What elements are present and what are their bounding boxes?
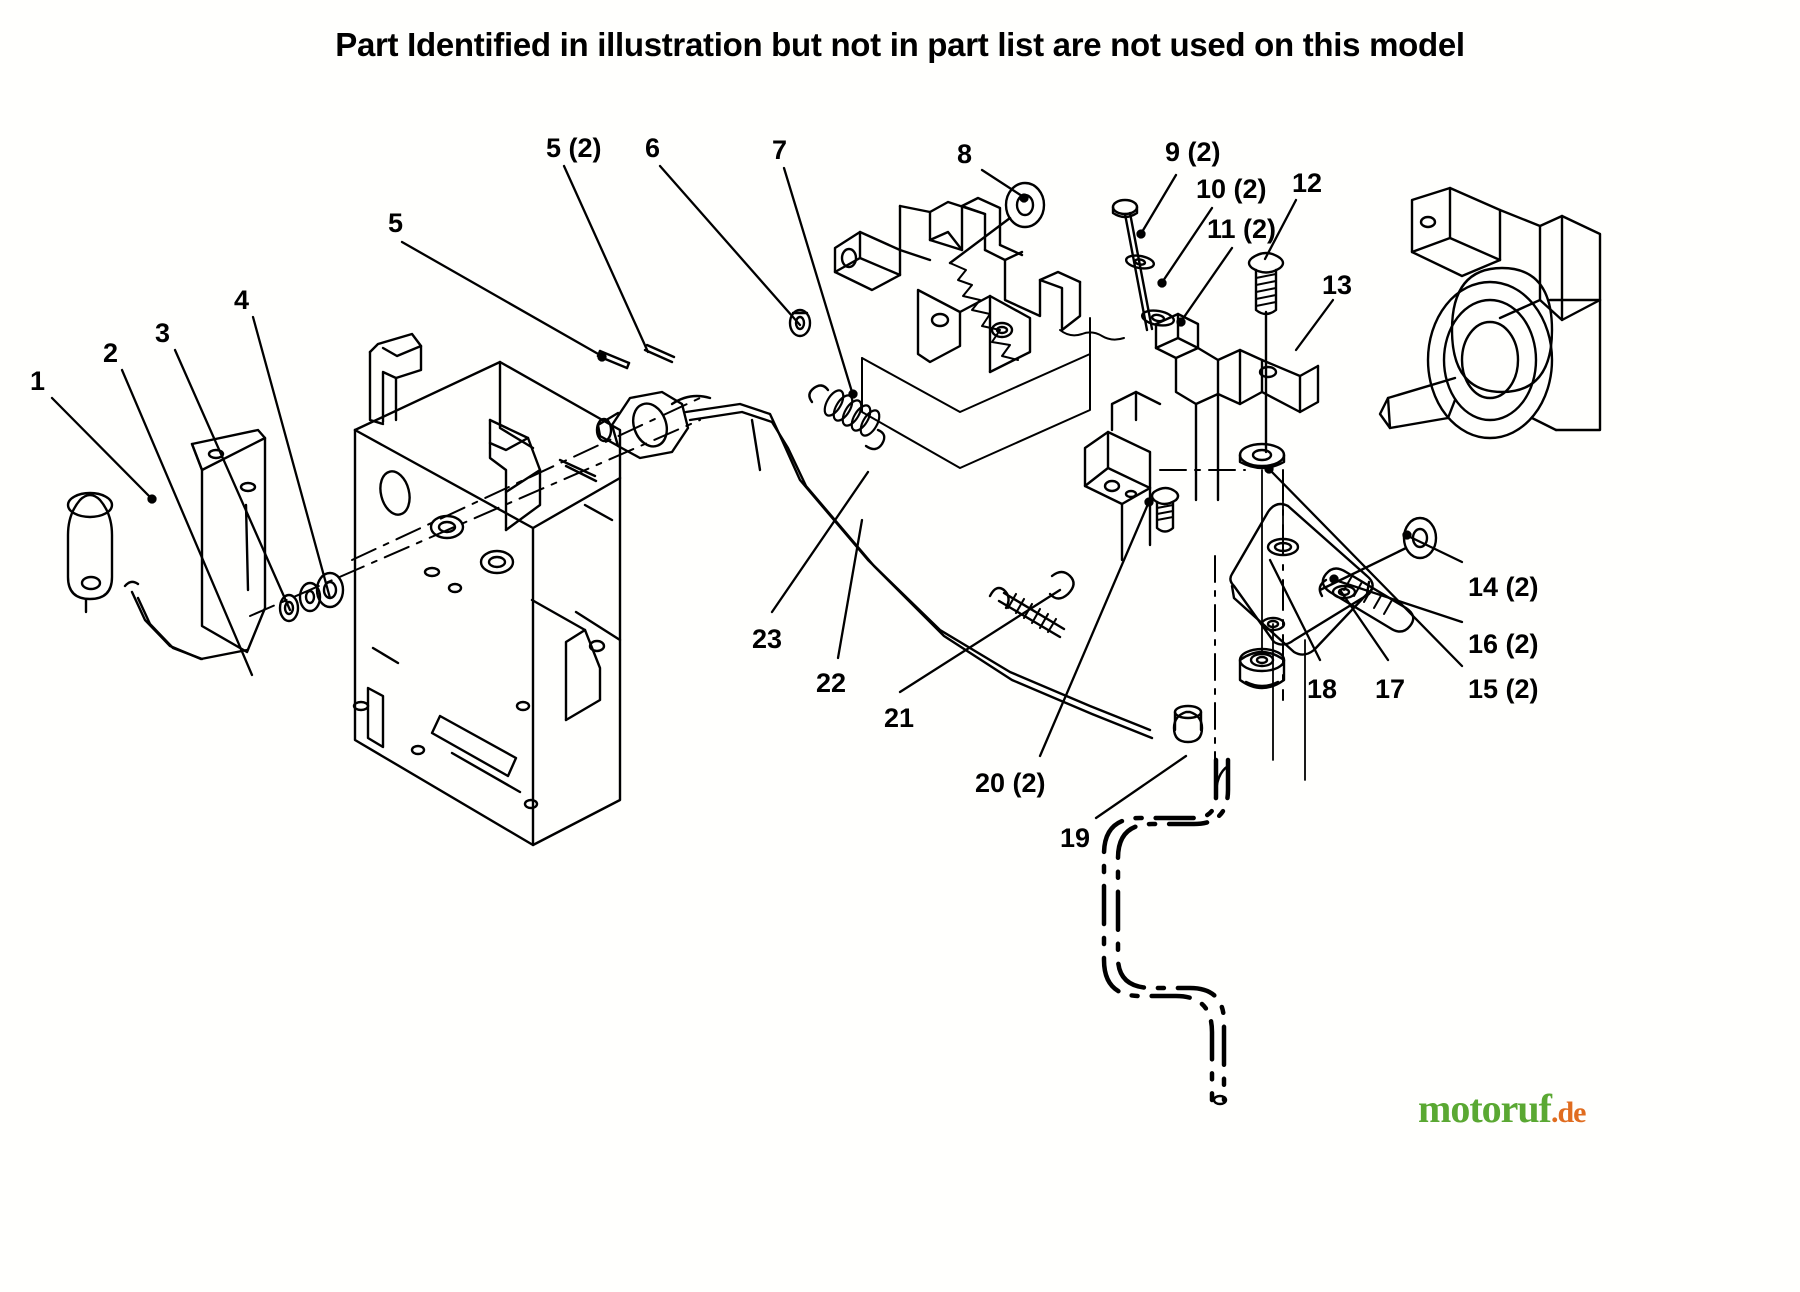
callout-12: 12 [1292, 168, 1323, 198]
part-bellcrank-hub [595, 390, 712, 460]
watermark: motoruf.de [1418, 1085, 1758, 1145]
part-hook-rod-19 [1101, 704, 1231, 1106]
callout-16: 16 (2) [1468, 629, 1539, 659]
callout-19: 19 [1060, 823, 1091, 853]
callout-18: 18 [1307, 674, 1338, 704]
part-left-bracket [190, 428, 267, 654]
part-washer-14 [1318, 516, 1438, 592]
part-collar-6 [788, 308, 812, 338]
callout-8: 8 [957, 139, 973, 169]
part-rivet-9 [1111, 198, 1154, 332]
callout-3: 3 [155, 318, 171, 348]
part-spring-21 [988, 570, 1075, 639]
watermark-suffix: .de [1550, 1096, 1586, 1129]
part-upper-bracket [833, 196, 1125, 469]
callout-23: 23 [752, 624, 783, 654]
callout-7: 7 [772, 135, 788, 165]
part-spring-7 [808, 384, 886, 451]
part-knob [66, 491, 114, 614]
callout-21: 21 [884, 703, 915, 733]
callout-9: 9 (2) [1165, 137, 1221, 167]
callout-17: 17 [1375, 674, 1406, 704]
watermark-primary: motoruf [1418, 1086, 1552, 1131]
callout-13: 13 [1322, 270, 1353, 300]
callout-20: 20 (2) [975, 768, 1046, 798]
callout-6: 6 [645, 133, 661, 163]
part-locknut-18 [1238, 647, 1286, 690]
part-control-rod-23 [684, 402, 1154, 740]
part-bolt-12 [1247, 251, 1285, 454]
part-bolt-17 [1318, 567, 1415, 633]
callout-5-qty2: 5 (2) [546, 133, 602, 163]
page-title: Part Identified in illustration but not … [335, 26, 1465, 63]
callout-10: 10 (2) [1196, 174, 1267, 204]
callout-11: 11 (2) [1207, 214, 1277, 244]
callout-22: 22 [816, 668, 847, 698]
part-washer-8 [948, 181, 1046, 265]
part-pin-5b [643, 343, 676, 364]
part-bolt-15 [1150, 486, 1180, 533]
part-washer-stack [1238, 442, 1286, 470]
callout-2: 2 [103, 338, 119, 368]
callout-1: 1 [30, 366, 46, 396]
part-main-frame-panel [352, 332, 622, 847]
callout-14: 14 (2) [1468, 572, 1539, 602]
part-lever-rod [123, 580, 249, 661]
part-pulley-housing [1378, 186, 1602, 440]
callout-15: 15 (2) [1468, 674, 1539, 704]
part-right-bracket-13 [1083, 312, 1320, 562]
leader-lines [50, 164, 1464, 820]
part-washers-left [278, 571, 345, 623]
callout-4: 4 [234, 285, 250, 315]
callout-5: 5 [388, 208, 404, 238]
part-pin-5a [596, 349, 631, 370]
part-washer-10 [1124, 254, 1156, 270]
